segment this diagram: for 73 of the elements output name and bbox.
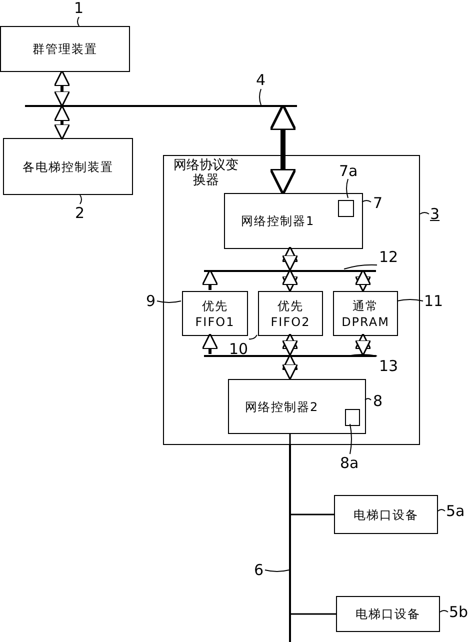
- box-title: 网络协议变换器: [172, 158, 240, 188]
- process-box: [336, 596, 440, 632]
- connector-line: [291, 514, 334, 516]
- reference-number: 10: [229, 341, 248, 357]
- reference-number: 3: [430, 206, 440, 222]
- leader-line: [396, 299, 424, 302]
- converter-box: [163, 155, 420, 445]
- process-box: [224, 193, 363, 249]
- bus-line: [204, 355, 376, 357]
- reference-number: 4: [256, 72, 266, 88]
- arrow: [282, 354, 298, 380]
- reference-number: 6: [254, 562, 264, 578]
- leader-line: [438, 509, 446, 512]
- leader-line: [156, 300, 182, 303]
- box-text: 电梯口设备: [356, 606, 420, 622]
- reference-number: 1: [74, 0, 84, 16]
- leader-line: [259, 88, 262, 106]
- connector-line: [289, 433, 291, 445]
- reference-number: 5a: [446, 503, 465, 519]
- reference-number: 5b: [449, 604, 468, 620]
- arrow: [54, 105, 70, 140]
- bus-line: [289, 445, 291, 642]
- process-box: [228, 379, 366, 434]
- arrow: [202, 333, 218, 354]
- box-text: 群管理装置: [32, 41, 98, 57]
- reference-number: 12: [379, 249, 398, 265]
- reference-number: 7a: [339, 163, 358, 179]
- arrow: [282, 269, 298, 292]
- process-box: [3, 138, 133, 195]
- process-box: [334, 495, 438, 534]
- arrow: [54, 70, 70, 107]
- box-text: FIFO2: [270, 314, 310, 330]
- box-text: FIFO1: [195, 314, 235, 330]
- box-text: 优先: [278, 298, 304, 314]
- box-text: 通常: [352, 298, 378, 314]
- reference-number: 13: [379, 358, 398, 374]
- arrow: [354, 269, 372, 292]
- reference-number: 8: [373, 393, 383, 409]
- leader-line: [80, 194, 82, 204]
- process-box: [182, 291, 248, 336]
- arrow: [282, 246, 298, 271]
- leader-line: [440, 610, 448, 612]
- small-square: [345, 409, 360, 426]
- box-text: 电梯口设备: [354, 506, 418, 522]
- connector-line: [291, 613, 336, 615]
- leader-line: [350, 424, 352, 454]
- bus-line: [204, 270, 376, 272]
- process-box: [0, 26, 130, 72]
- leader-line: [420, 212, 430, 214]
- box-text: DPRAM: [342, 314, 390, 330]
- reference-number: 8a: [340, 455, 359, 471]
- process-box: [333, 291, 398, 336]
- reference-number: 2: [75, 205, 85, 221]
- bus-line: [25, 105, 297, 107]
- arrow: [202, 269, 218, 290]
- leader-line: [248, 334, 258, 340]
- box-text: 优先: [202, 298, 228, 314]
- reference-number: 7: [373, 195, 383, 211]
- leader-line: [264, 570, 290, 572]
- leader-line: [364, 398, 372, 400]
- leader-line: [344, 264, 378, 270]
- reference-number: 11: [424, 293, 444, 309]
- small-square: [338, 200, 354, 217]
- box-text: 网络控制器2: [245, 398, 319, 414]
- leader-line: [362, 200, 372, 202]
- reference-number: 9: [146, 293, 156, 309]
- leader-line: [77, 16, 80, 26]
- leader-line: [346, 178, 348, 198]
- arrow: [282, 333, 298, 356]
- box-text: 各电梯控制装置: [22, 158, 114, 174]
- arrow: [354, 333, 372, 356]
- box-text: 网络控制器1: [241, 213, 315, 229]
- process-box: [258, 291, 323, 336]
